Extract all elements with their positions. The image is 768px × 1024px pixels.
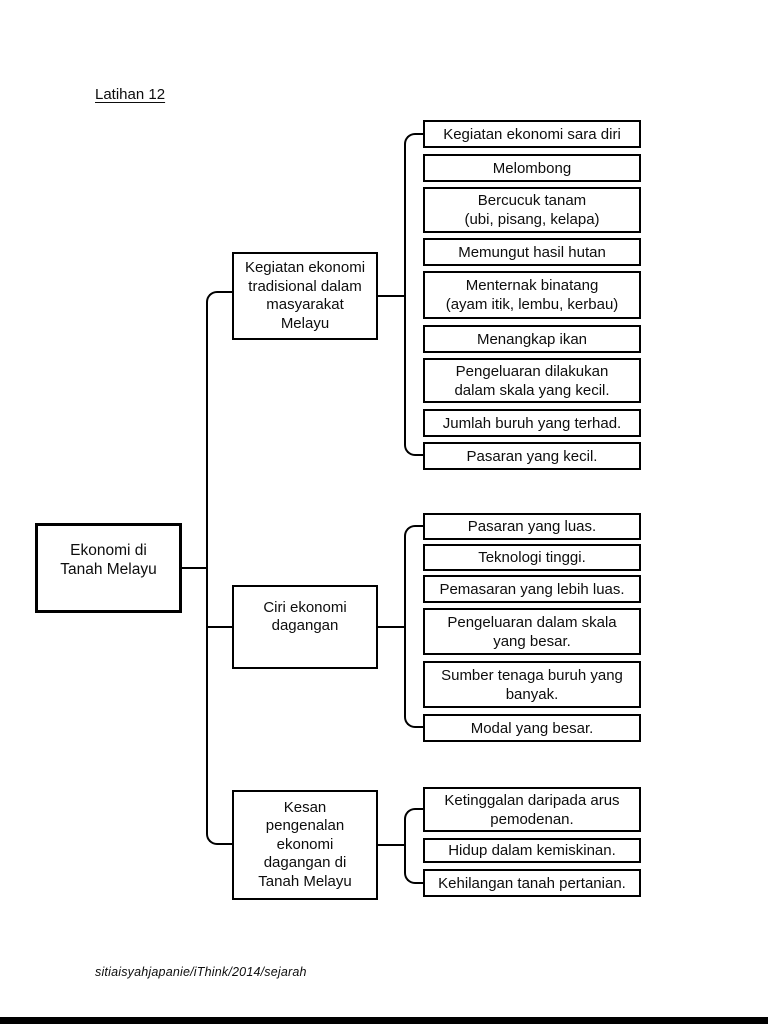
leaf-node: Pasaran yang luas. — [423, 513, 641, 540]
connector-line — [404, 822, 406, 872]
leaf-node: Pengeluaran dalam skala yang besar. — [423, 608, 641, 655]
leaf-node: Teknologi tinggi. — [423, 544, 641, 571]
leaf-node: Memungut hasil hutan — [423, 238, 641, 266]
leaf-node: Ketinggalan daripada arus pemodenan. — [423, 787, 641, 832]
leaf-node: Pengeluaran dilakukan dalam skala yang k… — [423, 358, 641, 403]
page-title: Latihan 12 — [95, 86, 166, 103]
connector-elbow — [404, 866, 424, 884]
connector-line — [182, 567, 206, 569]
leaf-node: Jumlah buruh yang terhad. — [423, 409, 641, 437]
leaf-node: Kehilangan tanah pertanian. — [423, 869, 641, 897]
connector-line — [206, 318, 208, 818]
connector-elbow — [404, 706, 424, 728]
leaf-node: Menternak binatang (ayam itik, lembu, ke… — [423, 271, 641, 319]
connector-line — [378, 626, 405, 628]
connector-elbow — [206, 291, 233, 321]
page-bottom-bar — [0, 1017, 768, 1024]
connector-line — [207, 626, 232, 628]
leaf-node: Modal yang besar. — [423, 714, 641, 742]
connector-elbow — [404, 430, 424, 456]
leaf-node: Menangkap ikan — [423, 325, 641, 353]
leaf-node: Hidup dalam kemiskinan. — [423, 838, 641, 863]
connector-elbow — [404, 525, 424, 547]
connector-line — [404, 156, 406, 436]
leaf-node: Pemasaran yang lebih luas. — [423, 575, 641, 603]
leaf-node: Bercucuk tanam (ubi, pisang, kelapa) — [423, 187, 641, 233]
branch-node-tradisional: Kegiatan ekonomi tradisional dalam masya… — [232, 252, 378, 340]
leaf-node: Sumber tenaga buruh yang banyak. — [423, 661, 641, 708]
footer-watermark: sitiaisyahjapanie/iThink/2014/sejarah — [95, 965, 307, 979]
connector-elbow — [404, 808, 424, 826]
connector-elbow — [206, 815, 233, 845]
connector-elbow — [404, 133, 424, 159]
root-node: Ekonomi di Tanah Melayu — [35, 523, 182, 613]
connector-line — [378, 844, 405, 846]
branch-node-ciri-dagangan: Ciri ekonomi dagangan — [232, 585, 378, 669]
leaf-node: Kegiatan ekonomi sara diri — [423, 120, 641, 148]
leaf-node: Pasaran yang kecil. — [423, 442, 641, 470]
connector-line — [404, 544, 406, 712]
leaf-node: Melombong — [423, 154, 641, 182]
branch-node-kesan: Kesan pengenalan ekonomi dagangan di Tan… — [232, 790, 378, 900]
connector-line — [378, 295, 405, 297]
